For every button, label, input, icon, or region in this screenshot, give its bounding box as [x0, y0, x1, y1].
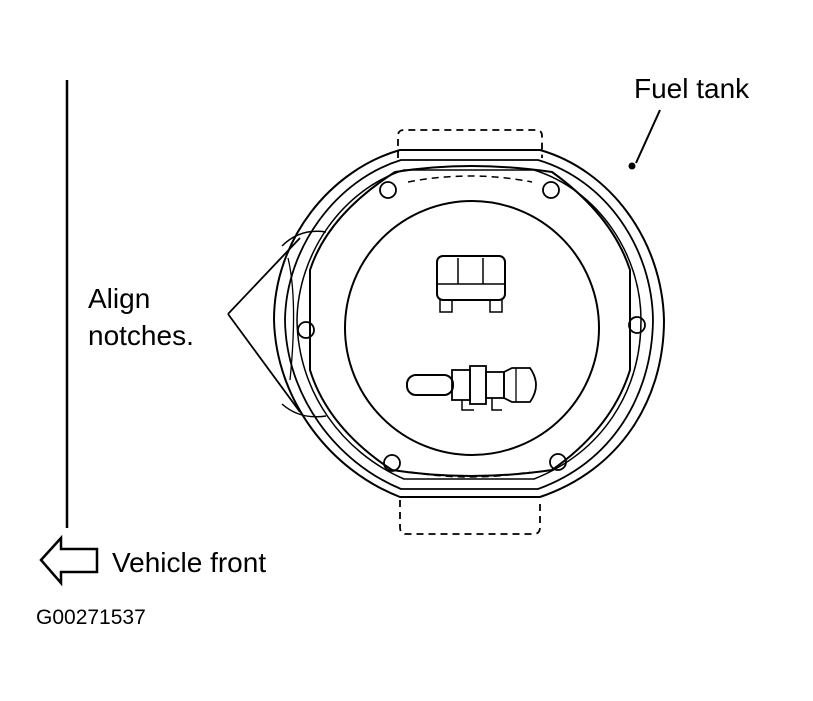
left-notch-lower — [281, 403, 327, 418]
bolt-hole-mid-left — [297, 321, 315, 339]
align-notch-leader-lower — [227, 313, 301, 413]
top-inner-dashed-arc — [407, 175, 533, 183]
left-notch-fold — [287, 257, 295, 381]
align-notches-label-line1: Align — [88, 283, 150, 314]
fuel-tank-leader-dot — [628, 162, 636, 170]
bolt-hole-top-left — [379, 181, 397, 199]
fuel-tank-label: Fuel tank — [634, 73, 750, 104]
fuel-tank-assembly — [227, 109, 666, 535]
tank-band-outer — [284, 159, 654, 490]
tank-band-inner — [296, 169, 642, 480]
align-notches-label-line2: notches. — [88, 320, 194, 351]
arrow-left-outline-icon — [39, 534, 99, 587]
align-notch-leader-upper — [227, 237, 301, 315]
bolt-hole-bottom-left — [383, 454, 401, 472]
fuel-outlet-fitting — [406, 365, 537, 411]
electrical-connector — [436, 255, 506, 313]
left-notch-upper — [281, 230, 327, 247]
bolt-hole-mid-right — [628, 316, 646, 334]
fuel-tank-outline — [272, 149, 666, 498]
fuel-pump-flange — [309, 165, 631, 477]
fuel-tank-leader-line — [635, 109, 661, 164]
figure-id-label: G00271537 — [36, 606, 146, 629]
bottom-bracket-dashed — [399, 500, 541, 535]
top-bracket-dashed — [397, 129, 543, 158]
pump-cover-disk — [344, 200, 600, 456]
vehicle-front-label: Vehicle front — [112, 547, 266, 578]
bolt-hole-bottom-right — [549, 453, 567, 471]
bolt-hole-top-right — [542, 181, 560, 199]
